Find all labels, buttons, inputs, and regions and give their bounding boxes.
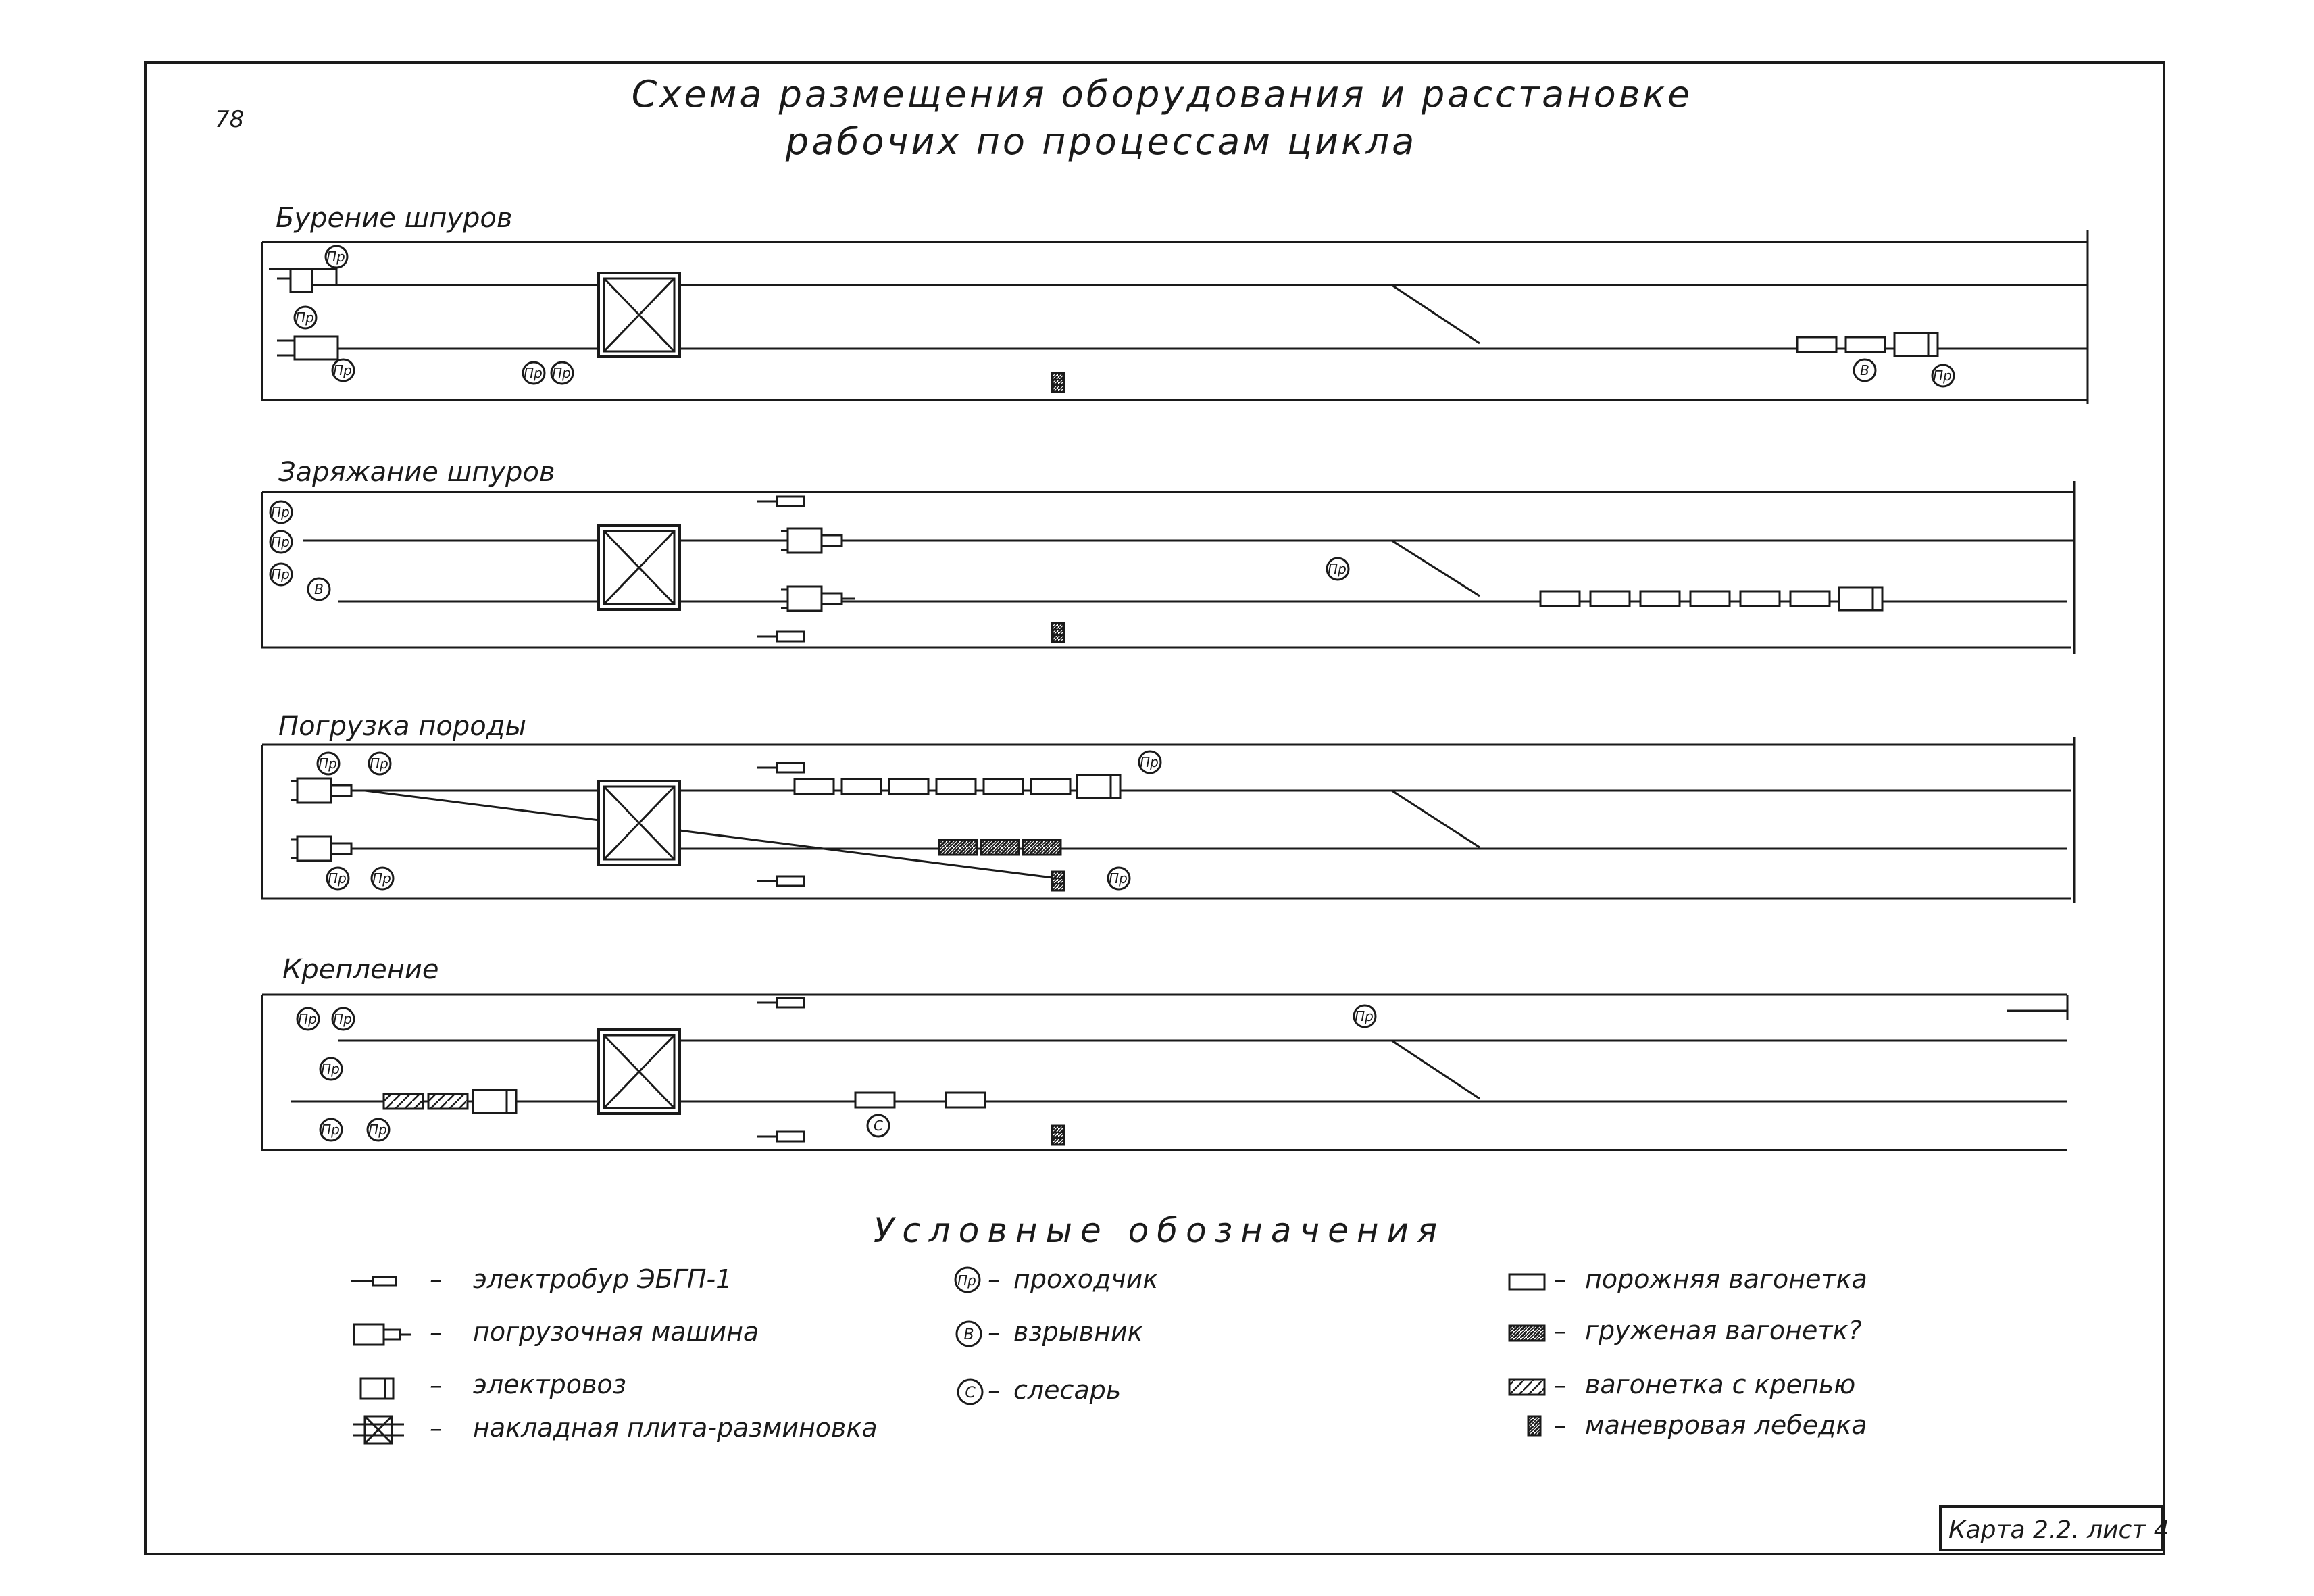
- svg-text:–: –: [430, 1372, 442, 1399]
- legend-item-loader: – погрузочная машина: [353, 1317, 759, 1347]
- svg-text:проходчик: проходчик: [1013, 1264, 1158, 1294]
- svg-text:слесарь: слесарь: [1013, 1375, 1121, 1405]
- legend-item-empty: – порожняя вагонетка: [1508, 1264, 1867, 1294]
- legend-item-tunneler: Пр – проходчик: [954, 1264, 1158, 1294]
- svg-text:–: –: [430, 1415, 442, 1443]
- panel-title: Бурение шпуров: [276, 203, 512, 234]
- panel-title: Заряжание шпуров: [278, 457, 555, 488]
- svg-text:–: –: [988, 1266, 1000, 1294]
- legend-item-winch: – маневровая лебедка: [1527, 1410, 1867, 1440]
- sheet-frame: [144, 61, 2165, 1555]
- svg-text:взрывник: взрывник: [1013, 1317, 1143, 1347]
- svg-text:–: –: [430, 1266, 442, 1294]
- legend-item-drill: – электробур ЭБГП-1: [351, 1264, 732, 1294]
- svg-text:–: –: [988, 1377, 1000, 1405]
- svg-text:Пр: Пр: [957, 1272, 976, 1289]
- svg-text:электробур ЭБГП-1: электробур ЭБГП-1: [473, 1264, 732, 1294]
- legend: Условные обозначения – электробур ЭБГП-1…: [351, 1211, 1867, 1445]
- diagram-title-line2: рабочих по процессам цикла: [785, 120, 1417, 163]
- legend-item-loaded: – груженая вагонетк?: [1508, 1316, 1862, 1345]
- legend-item-fitter: С – слесарь: [957, 1375, 1121, 1405]
- svg-text:порожняя вагонетка: порожняя вагонетка: [1585, 1264, 1867, 1294]
- sheet-stamp: Карта 2.2. лист 4: [1939, 1505, 2169, 1551]
- svg-text:–: –: [1554, 1412, 1566, 1440]
- panel-title: Погрузка породы: [278, 711, 526, 742]
- legend-item-blaster: В – взрывник: [955, 1317, 1143, 1347]
- legend-title: Условные обозначения: [874, 1211, 1445, 1250]
- legend-item-loco: – электровоз: [359, 1370, 626, 1400]
- svg-text:погрузочная машина: погрузочная машина: [473, 1317, 759, 1347]
- svg-text:груженая вагонетк?: груженая вагонетк?: [1585, 1316, 1862, 1345]
- svg-text:–: –: [988, 1319, 1000, 1347]
- svg-text:–: –: [1554, 1372, 1566, 1399]
- svg-text:–: –: [1554, 1266, 1566, 1294]
- svg-text:В: В: [963, 1326, 974, 1343]
- svg-text:маневровая лебедка: маневровая лебедка: [1585, 1410, 1867, 1440]
- svg-text:вагонетка с крепью: вагонетка с крепью: [1585, 1370, 1855, 1399]
- svg-text:накладная плита-разминовка: накладная плита-разминовка: [473, 1413, 878, 1443]
- legend-item-plate: – накладная плита-разминовка: [353, 1413, 878, 1445]
- stamp-text: Карта 2.2. лист 4: [1948, 1516, 2169, 1544]
- svg-text:–: –: [1554, 1318, 1566, 1345]
- panel-drilling: Бурение шпуров: [261, 203, 2089, 404]
- panel-loading: Погрузка породы: [261, 711, 2076, 903]
- panel-title: Крепление: [282, 954, 438, 985]
- panel-support: Крепление: [261, 954, 2069, 1151]
- panel-charging: Заряжание шпуров: [261, 457, 2076, 654]
- svg-text:электровоз: электровоз: [473, 1370, 626, 1399]
- diagram-title-line1: Схема размещения оборудования и расстано…: [632, 73, 1693, 116]
- svg-text:С: С: [965, 1385, 976, 1401]
- page-number: 78: [215, 106, 244, 133]
- svg-text:–: –: [430, 1319, 442, 1347]
- legend-item-support-car: – вагонетка с крепью: [1508, 1370, 1855, 1399]
